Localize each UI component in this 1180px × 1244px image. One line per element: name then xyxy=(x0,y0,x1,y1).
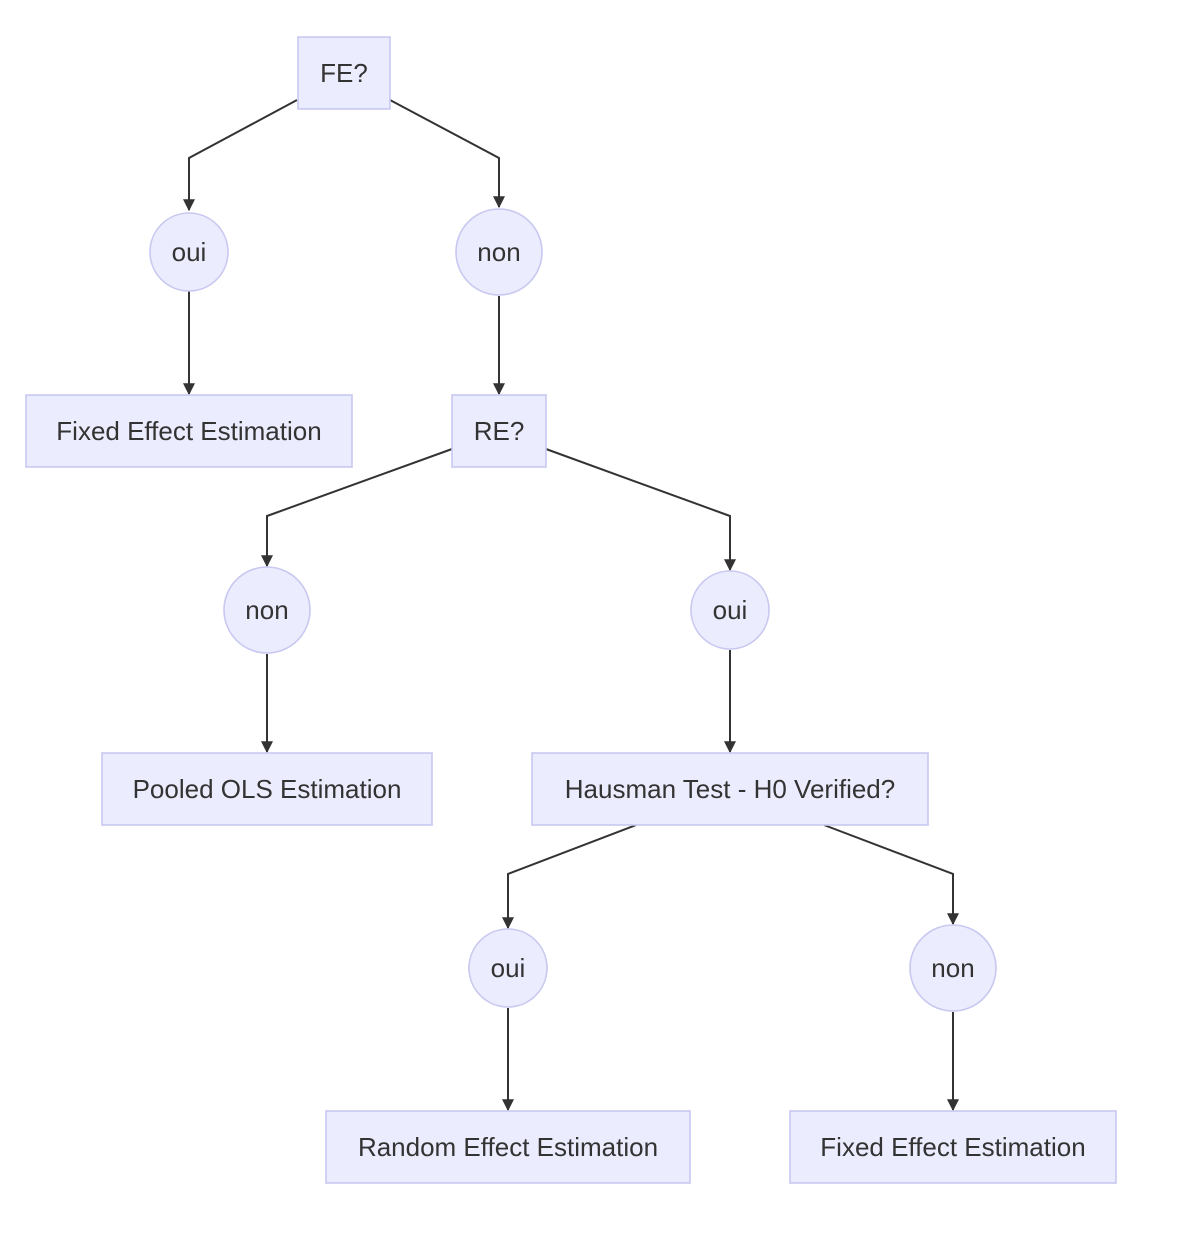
node-fixed-effect-estimation-1-label: Fixed Effect Estimation xyxy=(56,416,321,446)
node-re-question-label: RE? xyxy=(474,416,525,446)
node-re-no: non xyxy=(223,566,311,654)
node-h0-yes-label: oui xyxy=(491,953,526,983)
node-fe-no-label: non xyxy=(477,237,520,267)
node-fe-question: FE? xyxy=(297,36,391,110)
edge-fe-to-oui xyxy=(183,99,298,212)
node-fe-no: non xyxy=(455,208,543,296)
node-re-no-label: non xyxy=(245,595,288,625)
node-hausman-test: Hausman Test - H0 Verified? xyxy=(531,752,929,826)
node-pooled-ols-estimation-label: Pooled OLS Estimation xyxy=(133,774,402,804)
edges xyxy=(183,99,959,1112)
edge-re-to-oui xyxy=(545,448,736,572)
edge-hausman-to-oui xyxy=(502,824,637,930)
node-fe-yes-label: oui xyxy=(172,237,207,267)
node-h0-no: non xyxy=(909,924,997,1012)
node-fe-yes: oui xyxy=(149,212,229,292)
node-h0-no-label: non xyxy=(931,953,974,983)
node-pooled-ols-estimation: Pooled OLS Estimation xyxy=(101,752,433,826)
edge-hausman-to-non xyxy=(823,824,959,926)
node-fe-question-label: FE? xyxy=(320,58,368,88)
node-fixed-effect-estimation-1: Fixed Effect Estimation xyxy=(25,394,353,468)
node-h0-yes: oui xyxy=(468,928,548,1008)
node-random-effect-estimation-label: Random Effect Estimation xyxy=(358,1132,658,1162)
node-re-question: RE? xyxy=(451,394,547,468)
node-random-effect-estimation: Random Effect Estimation xyxy=(325,1110,691,1184)
node-re-yes: oui xyxy=(690,570,770,650)
edge-re-to-non xyxy=(261,448,453,568)
node-fixed-effect-estimation-2-label: Fixed Effect Estimation xyxy=(820,1132,1085,1162)
edge-fe-to-non xyxy=(389,99,505,209)
node-hausman-test-label: Hausman Test - H0 Verified? xyxy=(565,774,895,804)
node-re-yes-label: oui xyxy=(713,595,748,625)
node-fixed-effect-estimation-2: Fixed Effect Estimation xyxy=(789,1110,1117,1184)
